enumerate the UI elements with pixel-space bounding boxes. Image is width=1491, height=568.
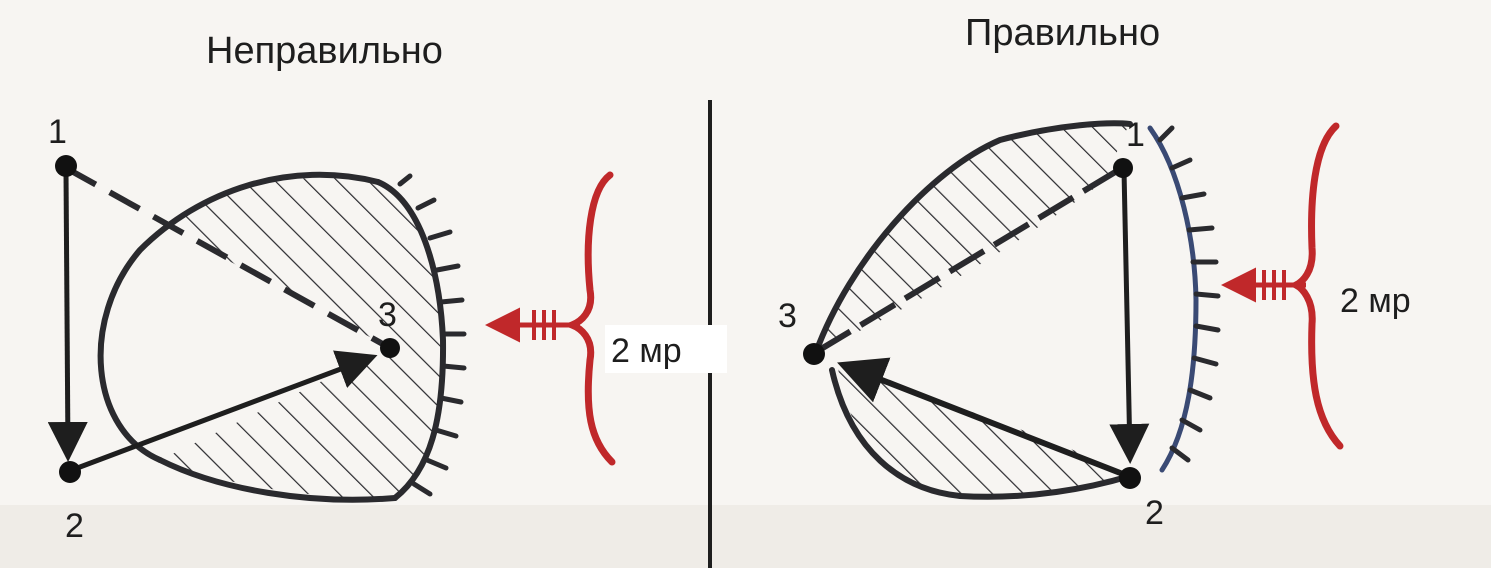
dashed-line-1-3 [64, 165, 392, 351]
label-point-1: 1 [48, 113, 67, 151]
contour-blue-edge [1147, 125, 1199, 473]
panel-title-incorrect: Неправильно [206, 30, 443, 72]
label-point-2: 2 [65, 507, 84, 545]
dashed-line-3-1 [814, 165, 1124, 355]
fixation-comb [397, 173, 467, 497]
point-2 [59, 461, 81, 483]
contour-outer [97, 171, 381, 463]
label-point-3: 3 [378, 296, 397, 334]
panel-title-correct: Правильно [965, 12, 1160, 54]
label-point-2-correct: 2 [1145, 494, 1164, 532]
label-point-1-correct: 1 [1126, 116, 1145, 154]
zone-label-bg [605, 325, 727, 373]
point-3 [380, 338, 400, 358]
contour-lower [829, 367, 1133, 500]
point-1 [55, 155, 77, 177]
contour-bottom [157, 457, 398, 503]
red-brace [562, 171, 616, 466]
hatched-sector [160, 177, 444, 499]
fixation-comb-correct [1157, 125, 1221, 463]
zone-label-correct: 2 мр [1340, 282, 1411, 320]
contour-upper [813, 120, 1133, 355]
panel-correct: Правильно [778, 12, 1411, 532]
label-point-3-correct: 3 [778, 297, 797, 335]
zone-label-incorrect: 2 мр [611, 332, 682, 370]
contour-edge [375, 179, 447, 501]
point-2-correct [1119, 467, 1141, 489]
point-1-correct [1113, 158, 1133, 178]
red-brace-correct [1288, 122, 1344, 450]
hatched-lower [838, 368, 1130, 497]
hatched-upper [816, 123, 1130, 352]
arrow-2-3-correct [837, 357, 1130, 479]
point-3-correct [803, 343, 825, 365]
arrow-1-2 [47, 171, 88, 462]
panel-incorrect: Неправильно 1 [47, 30, 727, 545]
arrow-2-3 [71, 350, 378, 473]
arrow-1-2-correct [1109, 169, 1150, 464]
